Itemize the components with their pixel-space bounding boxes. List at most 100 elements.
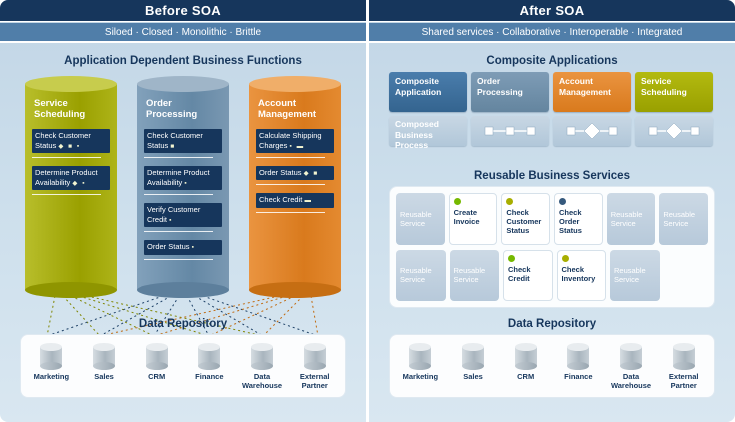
database-label: Sales bbox=[94, 372, 114, 381]
database-label: Sales bbox=[463, 372, 483, 381]
database-cylinder-icon bbox=[620, 343, 643, 370]
silo-item-label: Check Credit bbox=[259, 195, 303, 205]
service-label: Check Order Status bbox=[559, 208, 582, 235]
services-row-1: Reusable Service Create Invoice Check Cu… bbox=[396, 193, 708, 245]
right-data-repository-title: Data Repository bbox=[507, 318, 597, 330]
database-marketing: Marketing bbox=[394, 343, 447, 394]
silo-item: Check Credit ▬ bbox=[256, 193, 334, 213]
database-label: External Partner bbox=[299, 372, 330, 390]
silo-item: Check Customer Status ◆ ■ ▪ bbox=[32, 128, 110, 158]
status-icons: ◆ ▪ bbox=[72, 179, 86, 187]
silo-item-label: Check Customer Status bbox=[35, 130, 91, 150]
database-label: Data Warehouse bbox=[610, 372, 652, 390]
services-row-2: Reusable Service Reusable Service Check … bbox=[396, 249, 708, 301]
account-management-box: Account Management bbox=[553, 72, 631, 112]
database-finance: Finance bbox=[552, 343, 605, 394]
service-label: Create Invoice bbox=[453, 208, 480, 226]
separator-line bbox=[256, 184, 325, 186]
check-inventory-service: Check Inventory bbox=[556, 249, 606, 301]
separator-line bbox=[144, 194, 213, 196]
silo-cylinder-body: Service Scheduling Check Customer Status… bbox=[25, 84, 117, 290]
service-label: Check Credit bbox=[508, 264, 531, 283]
silo-item: Verify Customer Credit ▪ bbox=[144, 203, 222, 233]
process-hub-box bbox=[635, 116, 713, 146]
database-data-warehouse: Data Warehouse bbox=[605, 343, 658, 394]
left-data-repository: Marketing Sales CRM Finance Data Warehou… bbox=[20, 334, 346, 398]
reusable-service-box: Reusable Service bbox=[449, 249, 499, 301]
separator-line bbox=[144, 156, 213, 158]
database-label: Data Warehouse bbox=[241, 372, 283, 390]
service-label: Check Customer Status bbox=[506, 208, 542, 235]
separator-line bbox=[144, 231, 213, 233]
database-label: Marketing bbox=[402, 372, 439, 381]
composite-application-box: Composite Application bbox=[389, 72, 467, 112]
silo-item: Order Status ◆ ■ bbox=[256, 165, 334, 186]
database-label: Finance bbox=[195, 372, 224, 381]
separator-line bbox=[32, 194, 101, 196]
service-status-dot bbox=[506, 198, 514, 205]
database-cylinder-icon bbox=[409, 343, 432, 370]
after-soa-subtitle: Shared services · Collaborative · Intero… bbox=[369, 23, 735, 43]
composed-business-process-box: Composed Business Process bbox=[389, 116, 467, 150]
silo-cylinder-body: Order Processing Check Customer Status ■… bbox=[137, 84, 229, 290]
service-status-dot bbox=[561, 254, 569, 262]
create-invoice-service: Create Invoice bbox=[448, 193, 498, 245]
silo-item-label: Verify Customer Credit bbox=[147, 205, 201, 224]
separator-line bbox=[144, 258, 213, 260]
reusable-service-box: Reusable Service bbox=[396, 249, 446, 301]
silo-item: Determine Product Availability ▪ bbox=[144, 165, 222, 196]
left-section-title: Application Dependent Business Functions bbox=[64, 55, 302, 67]
database-label: CRM bbox=[148, 372, 166, 381]
database-sales: Sales bbox=[78, 343, 131, 394]
process-flow-icon bbox=[484, 126, 536, 136]
process-hub-box bbox=[553, 116, 631, 146]
reusable-service-box: Reusable Service bbox=[396, 193, 445, 245]
reusable-service-box: Reusable Service bbox=[606, 193, 656, 245]
database-cylinder-icon bbox=[672, 343, 695, 370]
check-credit-service: Check Credit bbox=[503, 249, 553, 301]
database-label: CRM bbox=[517, 372, 535, 381]
silo-title: Order Processing bbox=[146, 98, 198, 121]
after-soa-panel: After SOA Shared services · Collaborativ… bbox=[369, 0, 735, 422]
silo-cylinder-body: Account Management Calculate Shipping Ch… bbox=[249, 84, 341, 290]
silo-service-scheduling: Service Scheduling Check Customer Status… bbox=[25, 76, 117, 298]
silo-title: Account Management bbox=[258, 98, 317, 121]
before-soa-subtitle: Siloed · Closed · Monolithic · Brittle bbox=[0, 23, 366, 43]
database-cylinder-icon bbox=[145, 343, 168, 370]
database-cylinder-icon bbox=[93, 343, 115, 370]
service-scheduling-box: Service Scheduling bbox=[635, 72, 713, 112]
silo-item: Order Status ▪ bbox=[144, 240, 222, 260]
database-marketing: Marketing bbox=[25, 343, 78, 394]
database-cylinder-icon bbox=[303, 343, 326, 370]
reusable-service-box: Reusable Service bbox=[659, 193, 708, 245]
cylinder-top-cap bbox=[249, 76, 341, 92]
database-label: External Partner bbox=[668, 372, 699, 390]
silo-item: Determine Product Availability ◆ ▪ bbox=[32, 165, 110, 196]
silo-to-repository-connectors bbox=[46, 295, 319, 337]
database-crm: CRM bbox=[499, 343, 552, 394]
database-label: Marketing bbox=[33, 372, 70, 381]
status-icons: ▪ ▬ bbox=[289, 142, 305, 150]
after-soa-header: After SOA bbox=[369, 0, 735, 22]
silo-item: Check Customer Status ■ bbox=[144, 128, 222, 158]
database-cylinder-icon bbox=[198, 343, 221, 370]
right-data-repository: Marketing Sales CRM Finance Data Warehou… bbox=[389, 334, 715, 398]
database-data-warehouse: Data Warehouse bbox=[236, 343, 289, 394]
silo-item-label: Check Customer Status bbox=[147, 130, 203, 150]
database-crm: CRM bbox=[130, 343, 183, 394]
silo-item-label: Order Status bbox=[259, 167, 302, 177]
silo-item: Calculate Shipping Charges ▪ ▬ bbox=[256, 128, 334, 158]
separator-line bbox=[32, 156, 101, 158]
silo-item-label: Order Status bbox=[147, 242, 190, 252]
silo-item-label: Determine Product Availability bbox=[147, 167, 210, 187]
reusable-business-services-title: Reusable Business Services bbox=[474, 170, 630, 182]
database-cylinder-icon bbox=[462, 343, 484, 370]
database-cylinder-icon bbox=[567, 343, 590, 370]
before-soa-header: Before SOA bbox=[0, 0, 366, 22]
process-hub-icon bbox=[648, 122, 700, 140]
database-external-partner: External Partner bbox=[657, 343, 710, 394]
status-icons: ▪ bbox=[184, 179, 189, 187]
reusable-business-services-container: Reusable Service Create Invoice Check Cu… bbox=[389, 186, 715, 308]
service-status-dot bbox=[453, 198, 461, 205]
